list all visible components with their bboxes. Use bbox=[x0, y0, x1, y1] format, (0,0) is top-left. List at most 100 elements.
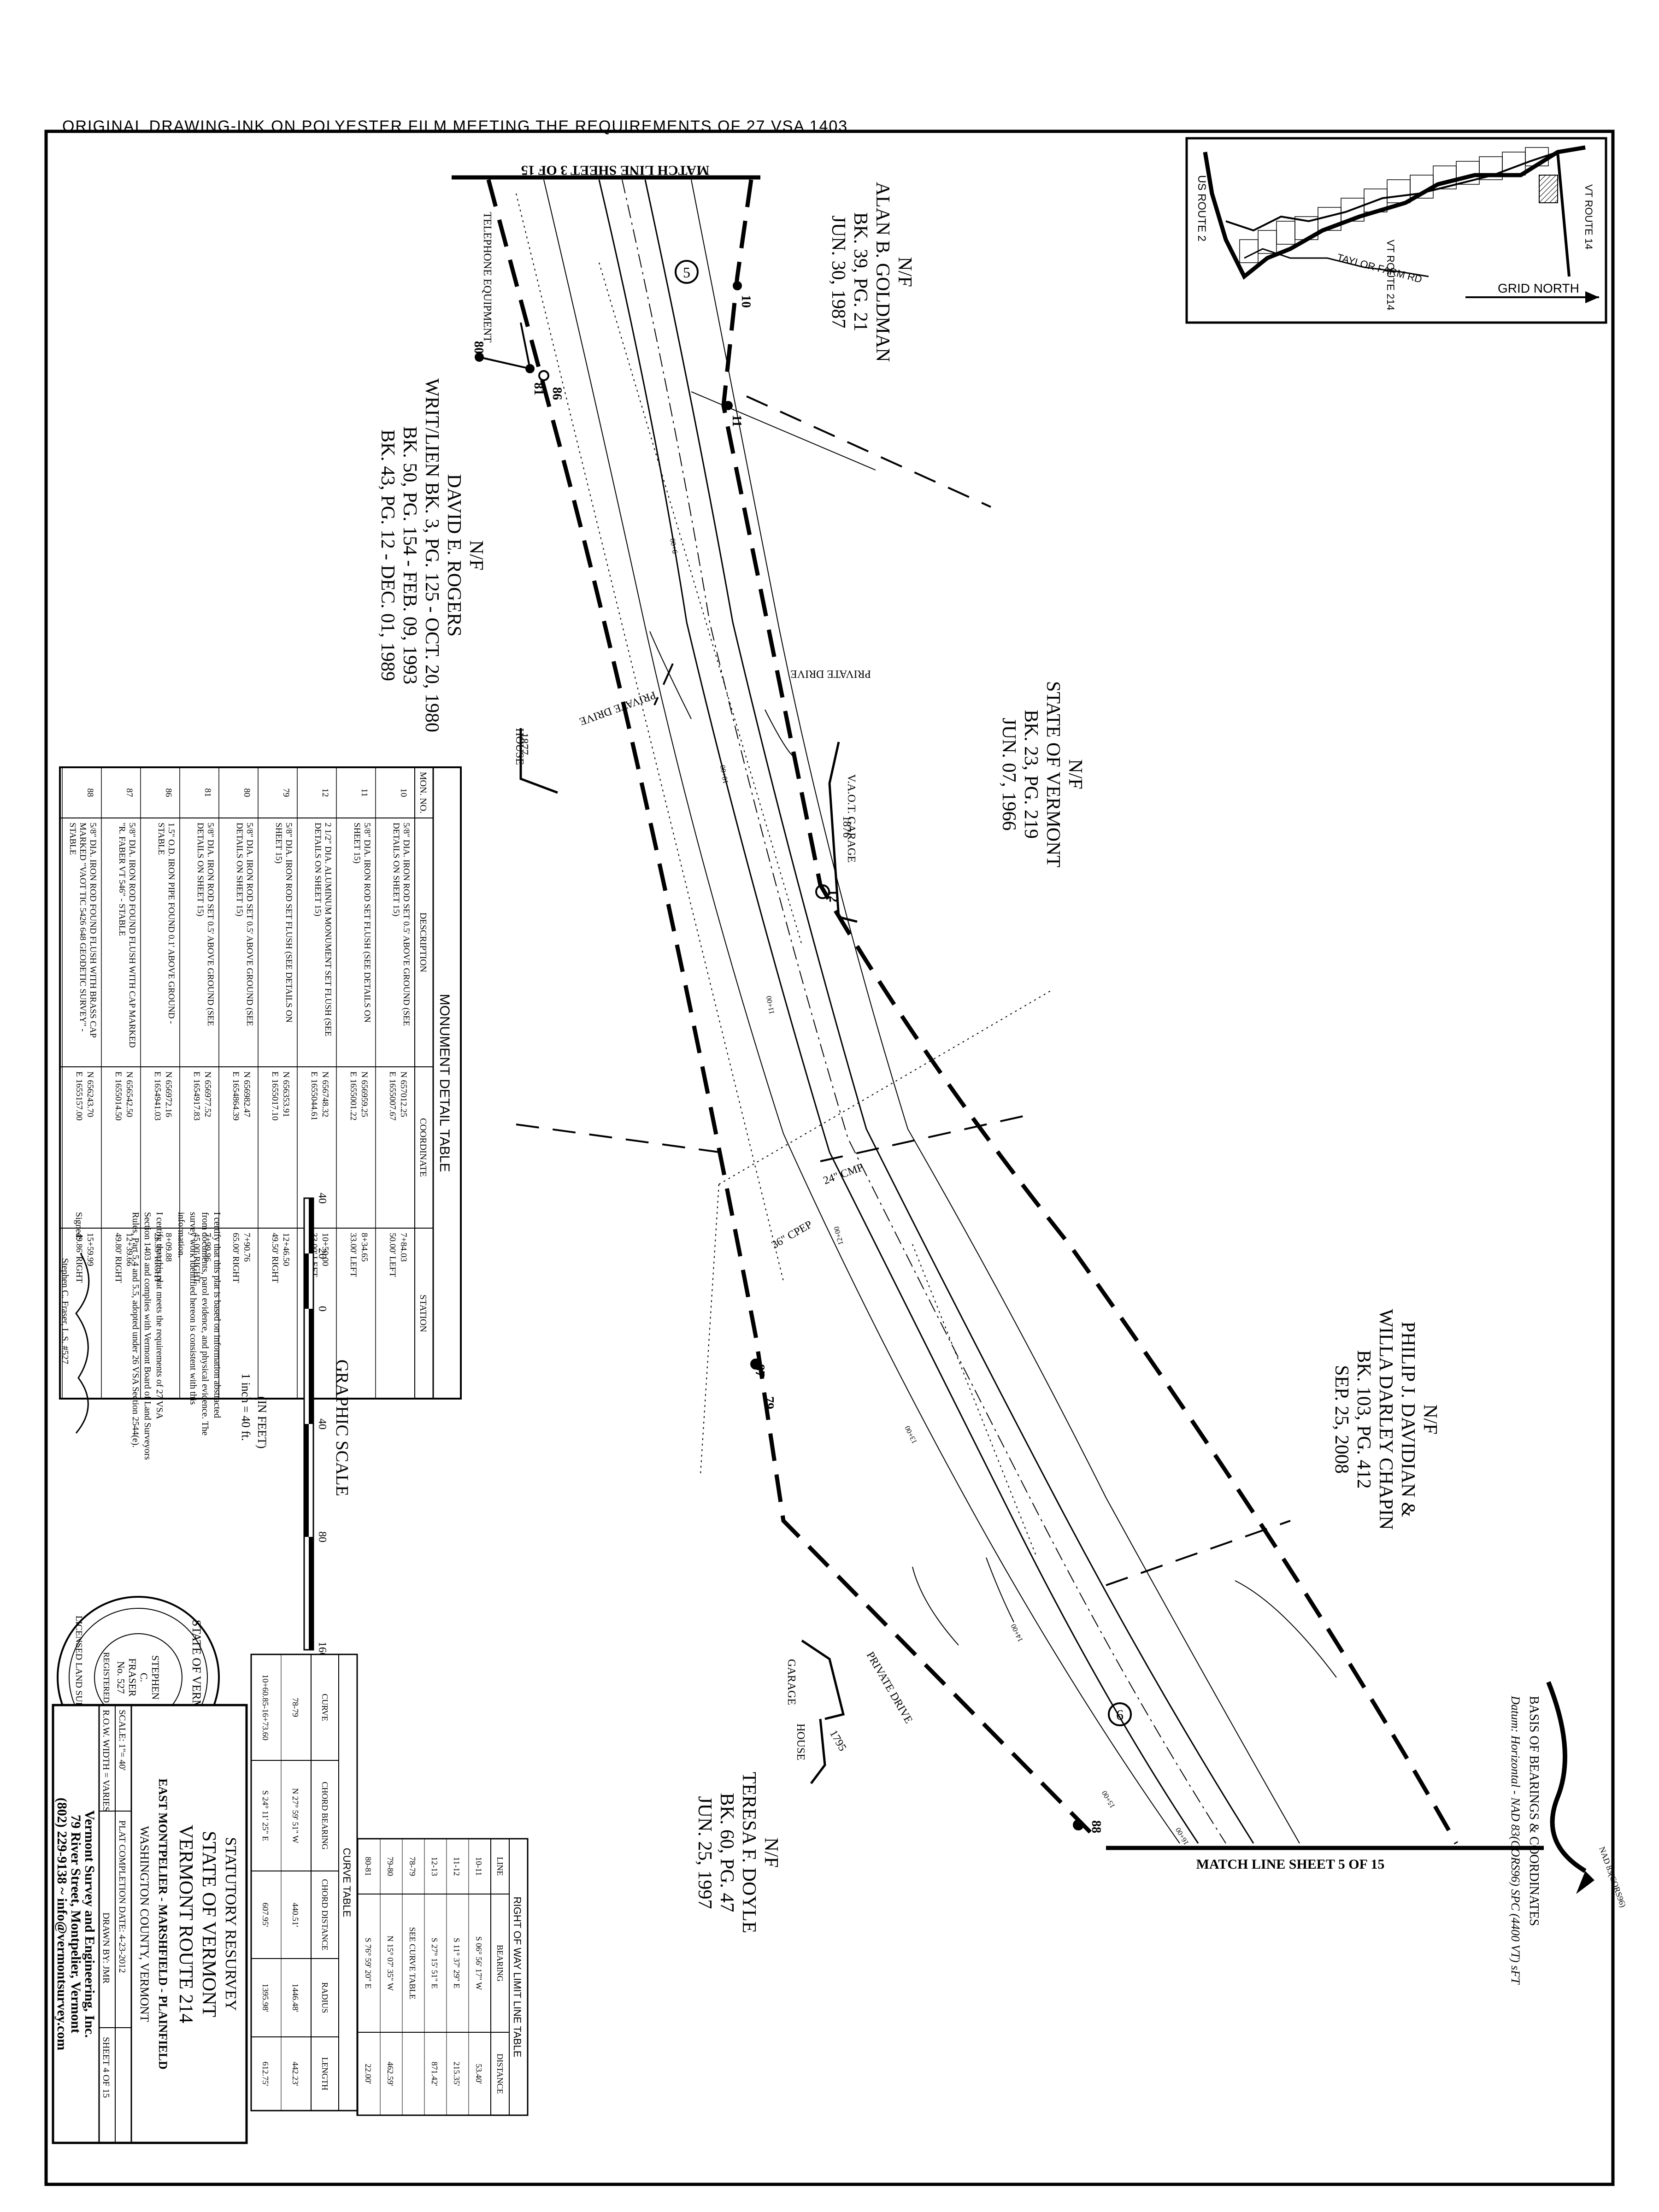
table-cell: 215.35' bbox=[452, 2062, 461, 2086]
locus-map: GRID NORTH US ROUTE 2 VT ROUTE 214 TAYLO… bbox=[1185, 137, 1607, 324]
table-cell: S 27° 15' 51" E bbox=[430, 1938, 439, 1989]
table-cell: 462.59' bbox=[386, 2062, 395, 2086]
garage-label: GARAGE bbox=[785, 1659, 797, 1705]
table-cell: 87 bbox=[124, 788, 134, 797]
svg-text:C.: C. bbox=[138, 1673, 150, 1682]
svg-text:0: 0 bbox=[316, 1306, 328, 1312]
table-header: CHORD DISTANCE bbox=[320, 1879, 329, 1950]
private-drive-label: PRIVATE DRIVE bbox=[864, 1650, 915, 1725]
table-cell: 440.51' bbox=[291, 1903, 300, 1927]
table-cell: 10+60.85-16+73.60 bbox=[261, 1674, 270, 1740]
basis-of-bearings: BASIS OF BEARINGS & COORDINATES Datum: H… bbox=[1509, 1681, 1628, 1985]
table-cell: S 24° 11' 25" E bbox=[261, 1790, 270, 1841]
svg-text:I certify that this plat meets: I certify that this plat meets the requi… bbox=[130, 1212, 165, 1460]
table-cell: 86 bbox=[164, 788, 173, 797]
svg-text:BK. 60, PG. 47: BK. 60, PG. 47 bbox=[716, 1793, 737, 1912]
svg-text:Stephen C. Fraser, L.S. #527: Stephen C. Fraser, L.S. #527 bbox=[60, 1258, 70, 1364]
svg-text:WRIT/LIEN BK. 3, PG. 125 - OCT: WRIT/LIEN BK. 3, PG. 125 - OCT. 20, 1980 bbox=[421, 378, 442, 732]
svg-text:VERMONT ROUTE 214: VERMONT ROUTE 214 bbox=[175, 1825, 196, 2024]
svg-text:GRAPHIC SCALE: GRAPHIC SCALE bbox=[332, 1359, 352, 1496]
table-cell: 442.23' bbox=[291, 2062, 300, 2086]
monument-label: 80 bbox=[471, 341, 486, 354]
station-label: 13+00 bbox=[904, 1424, 919, 1445]
svg-text:PHILIP J. DAVIDIAN &: PHILIP J. DAVIDIAN & bbox=[1397, 1322, 1418, 1518]
monument-label: 88 bbox=[1089, 1820, 1103, 1833]
station-label: 14+00 bbox=[1010, 1623, 1025, 1643]
svg-text:BK. 103, PG. 412: BK. 103, PG. 412 bbox=[1353, 1350, 1374, 1488]
svg-text:N/F: N/F bbox=[760, 1837, 782, 1867]
sheet-border bbox=[44, 129, 1615, 2186]
svg-text:EAST MONTPELIER - MARSHFIELD -: EAST MONTPELIER - MARSHFIELD - PLAINFIEL… bbox=[156, 1778, 170, 2070]
table-cell: 1446.48' bbox=[291, 1983, 300, 2012]
vaot-garage-label: V.A.O.T. GARAGE bbox=[845, 774, 857, 863]
table-cell: 88 bbox=[85, 788, 95, 797]
parcel-number-circle bbox=[1108, 1702, 1132, 1726]
house-label: HOUSE bbox=[513, 728, 525, 765]
svg-text:(802) 229-9138 ~ info@vermonts: (802) 229-9138 ~ info@vermontsurvey.com bbox=[54, 1798, 70, 2050]
table-cell: 78-79 bbox=[291, 1698, 300, 1717]
table-cell: 10-11 bbox=[474, 1857, 483, 1876]
table-cell: S 76° 59' 20" E bbox=[364, 1938, 373, 1989]
svg-text:JUN. 30, 1987: JUN. 30, 1987 bbox=[828, 215, 849, 328]
north-arrow-icon bbox=[1546, 1681, 1587, 1873]
table-header: STATION bbox=[418, 1294, 428, 1332]
svg-text:ALAN B. GOLDMAN: ALAN B. GOLDMAN bbox=[872, 182, 893, 362]
table-cell: 79-80 bbox=[386, 1857, 395, 1876]
svg-text:BK. 43, PG. 12 - DEC. 01, 1989: BK. 43, PG. 12 - DEC. 01, 1989 bbox=[377, 429, 398, 681]
row-line-right bbox=[721, 179, 1458, 1845]
table-cell: 2 1/2" DIA. ALUMINUM MONUMENT SET FLUSH … bbox=[313, 823, 333, 1036]
table-header: LENGTH bbox=[320, 2057, 329, 2090]
svg-text:Datum: Horizontal - NAD 83(COR: Datum: Horizontal - NAD 83(CORS96) SPC (… bbox=[1509, 1695, 1522, 1985]
house-1795 bbox=[810, 1718, 826, 1784]
svg-text:WASHINGTON COUNTY, VERMONT: WASHINGTON COUNTY, VERMONT bbox=[138, 1826, 151, 2022]
table-cell: 5/8" DIA. IRON ROD FOUND FLUSH WITH BRAS… bbox=[68, 823, 98, 1038]
svg-text:1 inch = 40 ft.: 1 inch = 40 ft. bbox=[239, 1373, 253, 1441]
monument-label: 10 bbox=[739, 295, 753, 308]
table-cell: S 11° 37' 29" E bbox=[452, 1938, 461, 1988]
table-cell: 12 bbox=[320, 788, 330, 797]
monument-11 bbox=[724, 401, 733, 410]
culvert-label: 36" CPEP bbox=[770, 1218, 814, 1251]
table-cell: N 15° 07' 35" W bbox=[386, 1936, 395, 1990]
svg-text:N/F: N/F bbox=[465, 540, 487, 570]
table-cell: 8+09.8826.35' RIGHT bbox=[153, 1233, 173, 1283]
parcel-number-circle bbox=[675, 260, 699, 284]
table-header: BEARING bbox=[495, 1945, 505, 1982]
table-cell: 5/8" DIA. IRON ROD SET 0.5' ABOVE GROUND… bbox=[235, 823, 254, 1026]
svg-text:I certify that this plat is ba: I certify that this plat is based on inf… bbox=[176, 1212, 222, 1435]
svg-text:PLAT COMPLETION DATE: 4-23-201: PLAT COMPLETION DATE: 4-23-2012 bbox=[117, 1820, 127, 1973]
row-line-left bbox=[486, 179, 1099, 1841]
table-cell: SEE CURVE TABLE bbox=[408, 1927, 417, 2000]
table-cell: S 06° 56' 17" W bbox=[474, 1936, 483, 1990]
svg-text:FRASER: FRASER bbox=[127, 1658, 138, 1696]
svg-text:BASIS OF BEARINGS & COORDINATE: BASIS OF BEARINGS & COORDINATES bbox=[1527, 1696, 1541, 1926]
table-header: LINE bbox=[495, 1857, 505, 1876]
year-label: 1795 bbox=[827, 1728, 849, 1753]
svg-text:Vermont Survey and Engineering: Vermont Survey and Engineering, Inc. bbox=[82, 1810, 97, 2038]
svg-text:Signed:: Signed: bbox=[74, 1212, 84, 1240]
table-header: COORDINATE bbox=[418, 1118, 428, 1177]
monument-12 bbox=[815, 884, 830, 899]
parcel-rogers: N/F DAVID E. ROGERS WRIT/LIEN BK. 3, PG.… bbox=[377, 378, 487, 732]
parcel-number: 6 bbox=[1116, 1706, 1124, 1723]
table-cell: 12-13 bbox=[430, 1857, 439, 1876]
svg-text:RIGHT OF WAY LIMIT LINE TABLE: RIGHT OF WAY LIMIT LINE TABLE bbox=[512, 1897, 523, 2058]
table-cell: 7+84.0350.00' LEFT bbox=[388, 1233, 408, 1277]
house-1877 bbox=[519, 728, 558, 794]
graphic-scale: 40 20 0 40 80 160 GRAPHIC SCALE (IN FEET… bbox=[239, 1193, 352, 1658]
svg-text:BK. 23, PG. 219: BK. 23, PG. 219 bbox=[1020, 710, 1041, 839]
svg-text:(IN FEET): (IN FEET) bbox=[255, 1396, 269, 1448]
table-header: RADIUS bbox=[320, 1982, 329, 2013]
svg-text:N/F: N/F bbox=[1419, 1404, 1441, 1434]
table-header: DISTANCE bbox=[495, 2053, 505, 2094]
table-cell: N 657012.25E 1655007.67 bbox=[388, 1071, 408, 1121]
parcel-number: 5 bbox=[683, 264, 690, 281]
svg-text:SCALE: 1"= 40': SCALE: 1"= 40' bbox=[117, 1710, 127, 1771]
table-cell: 80-81 bbox=[364, 1857, 373, 1876]
svg-text:20: 20 bbox=[316, 1248, 328, 1259]
year-label: 1877 bbox=[518, 733, 530, 755]
svg-text:40: 40 bbox=[316, 1418, 328, 1430]
parcel-state-of-vermont: N/F STATE OF VERMONT BK. 23, PG. 219 JUN… bbox=[998, 681, 1086, 867]
telephone-label: TELEPHONE EQUIPMENT bbox=[481, 212, 493, 343]
svg-text:N/F: N/F bbox=[894, 257, 915, 287]
